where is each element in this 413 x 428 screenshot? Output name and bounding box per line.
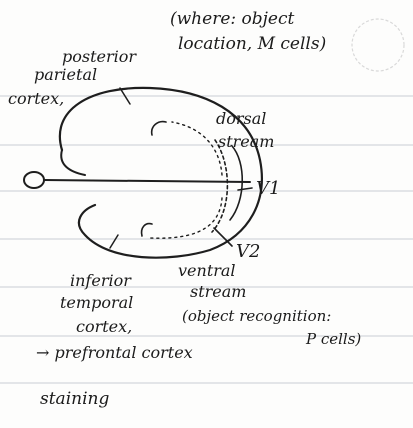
v2-boundary [212,140,227,232]
dorsal-label: dorsal [216,109,266,128]
ventral-label: ventral [178,261,236,280]
faint-circle [352,19,404,71]
p-cells-label: P cells) [305,330,361,348]
v1-boundary [230,146,242,220]
ventral-stream-path [150,198,222,238]
cortex-top-label: cortex, [8,89,64,108]
v2-label: V2 [236,241,260,262]
where-label-line1: (where: object [170,9,294,29]
where-label-line2: location, M cells) [178,34,326,54]
ventral-stream-label: stream [190,282,246,301]
staining-label: staining [40,389,109,409]
dorsal-stream-path [172,122,222,175]
cortex-bottom-label: cortex, [76,317,132,336]
ventral-stream-arrowhead [142,224,152,236]
parietal-label: parietal [34,65,97,84]
prefrontal-label: → prefrontal cortex [36,343,193,362]
dorsal-stream-label: stream [218,132,274,151]
object-recognition-label: (object recognition: [182,307,331,325]
temporal-pointer [110,235,118,248]
posterior-label: posterior [62,47,137,66]
eye-icon [24,172,44,188]
optic-pathway [44,180,250,182]
v1-label: V1 [256,178,280,199]
brain-outline-lower-lip [61,150,85,175]
inferior-label: inferior [70,271,132,290]
v1-pointer [238,188,252,190]
dorsal-stream-arrowhead [152,122,166,135]
temporal-label: temporal [60,293,133,312]
